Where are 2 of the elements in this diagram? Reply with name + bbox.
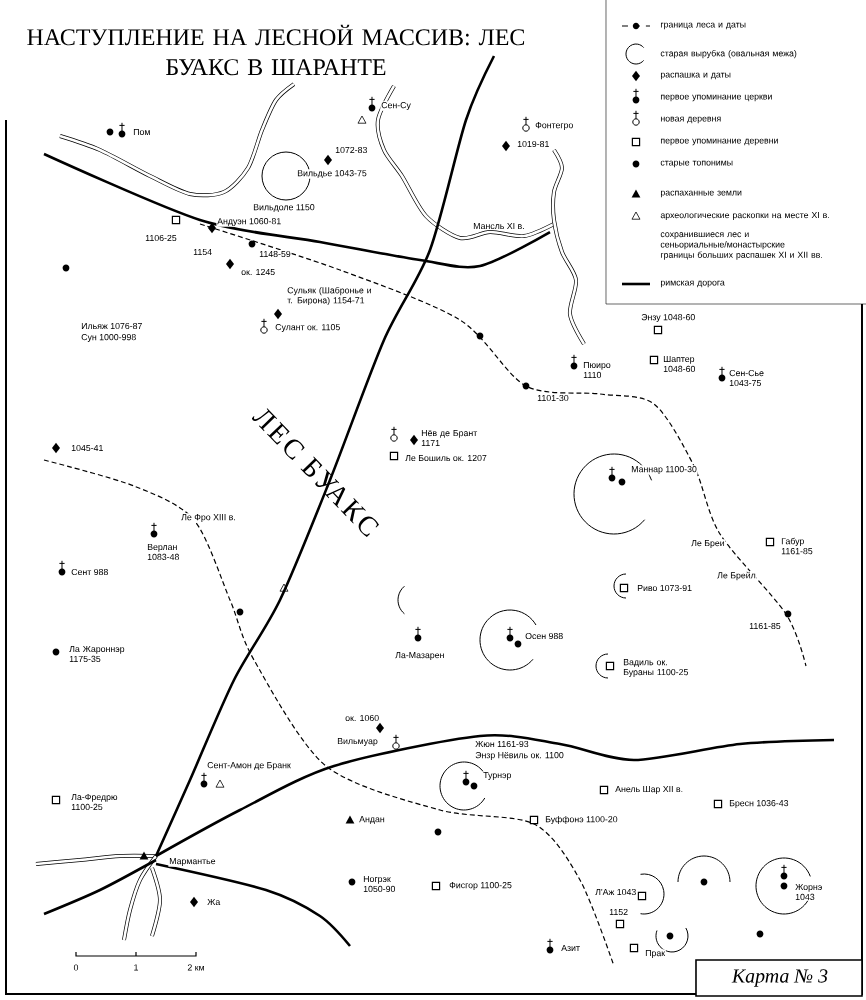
title: НАСТУПЛЕНИЕ НА ЛЕСНОЙ МАССИВ: ЛЕС БУАКС В ШАРАНТЕ [27,24,525,76]
caption-box: Карта № 3 [695,959,863,997]
